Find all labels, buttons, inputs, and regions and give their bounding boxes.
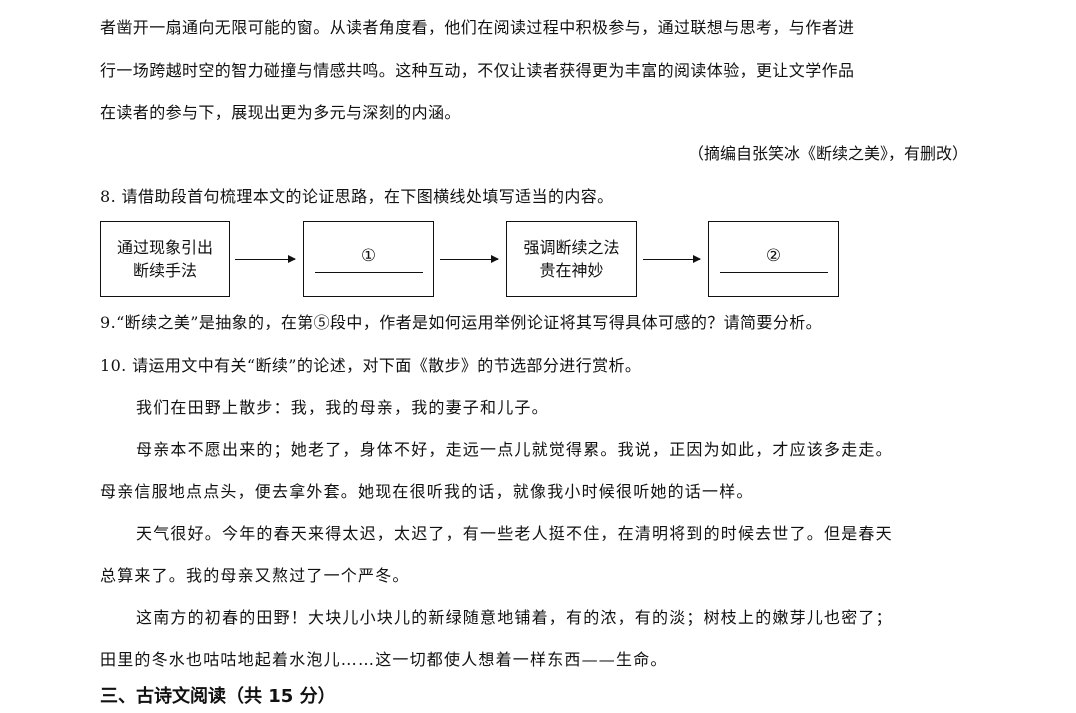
flow-arrow-1 <box>235 255 296 263</box>
section-heading: 三、古诗文阅读（共 15 分） <box>100 686 336 707</box>
flow-box-3-line: 贵在神妙 <box>539 261 604 280</box>
flow-box-2: ① <box>303 221 434 297</box>
flow-arrow-2 <box>440 255 499 263</box>
excerpt-line: 总算来了。我的母亲又熬过了一个严冬。 <box>100 566 410 585</box>
excerpt-line: 母亲信服地点点头，便去拿外套。她现在很听我的话，就像我小时候很听她的话一样。 <box>100 482 754 501</box>
answer-blank-1[interactable] <box>314 272 423 273</box>
passage-line: 在读者的参与下，展现出更为多元与深刻的内涵。 <box>100 103 461 122</box>
excerpt-line: 天气很好。今年的春天来得太迟，太迟了，有一些老人挺不住，在清明将到的时候去世了。… <box>136 524 893 543</box>
flow-box-1-line: 断续手法 <box>132 261 197 280</box>
flow-arrow-3 <box>643 255 701 263</box>
excerpt-line: 母亲本不愿出来的；她老了，身体不好，走远一点儿就觉得累。我说，正因为如此，才应该… <box>136 440 893 459</box>
answer-blank-2[interactable] <box>719 272 828 273</box>
blank-marker-1: ① <box>360 246 377 266</box>
passage-line: 行一场跨越时空的智力碰撞与情感共鸣。这种互动，不仅让读者获得更为丰富的阅读体验，… <box>100 61 855 80</box>
flow-box-3-line: 强调断续之法 <box>523 238 620 257</box>
question-9: 9.“断续之美”是抽象的，在第⑤段中，作者是如何运用举例论证将其写得具体可感的？… <box>100 313 823 332</box>
question-8: 8. 请借助段首句梳理本文的论证思路，在下图横线处填写适当的内容。 <box>100 187 614 206</box>
question-10: 10. 请运用文中有关“断续”的论述，对下面《散步》的节选部分进行赏析。 <box>100 356 642 375</box>
flow-box-4: ② <box>708 221 839 297</box>
passage-line: 者凿开一扇通向无限可能的窗。从读者角度看，他们在阅读过程中积极参与，通过联想与思… <box>100 18 855 37</box>
blank-marker-2: ② <box>765 246 782 266</box>
flow-box-1-line: 通过现象引出 <box>116 238 213 257</box>
excerpt-line: 这南方的初春的田野！大块儿小块儿的新绿随意地铺着，有的浓，有的淡；树枝上的嫩芽儿… <box>136 608 893 627</box>
excerpt-line: 我们在田野上散步：我，我的母亲，我的妻子和儿子。 <box>136 398 549 417</box>
passage-source: （摘编自张笑冰《断续之美》，有删改） <box>687 144 968 163</box>
flow-box-3: 强调断续之法 贵在神妙 <box>506 221 637 297</box>
flow-box-1: 通过现象引出 断续手法 <box>100 221 230 297</box>
excerpt-line: 田里的冬水也咕咕地起着水泡儿……这一切都使人想着一样东西——生命。 <box>100 650 668 669</box>
